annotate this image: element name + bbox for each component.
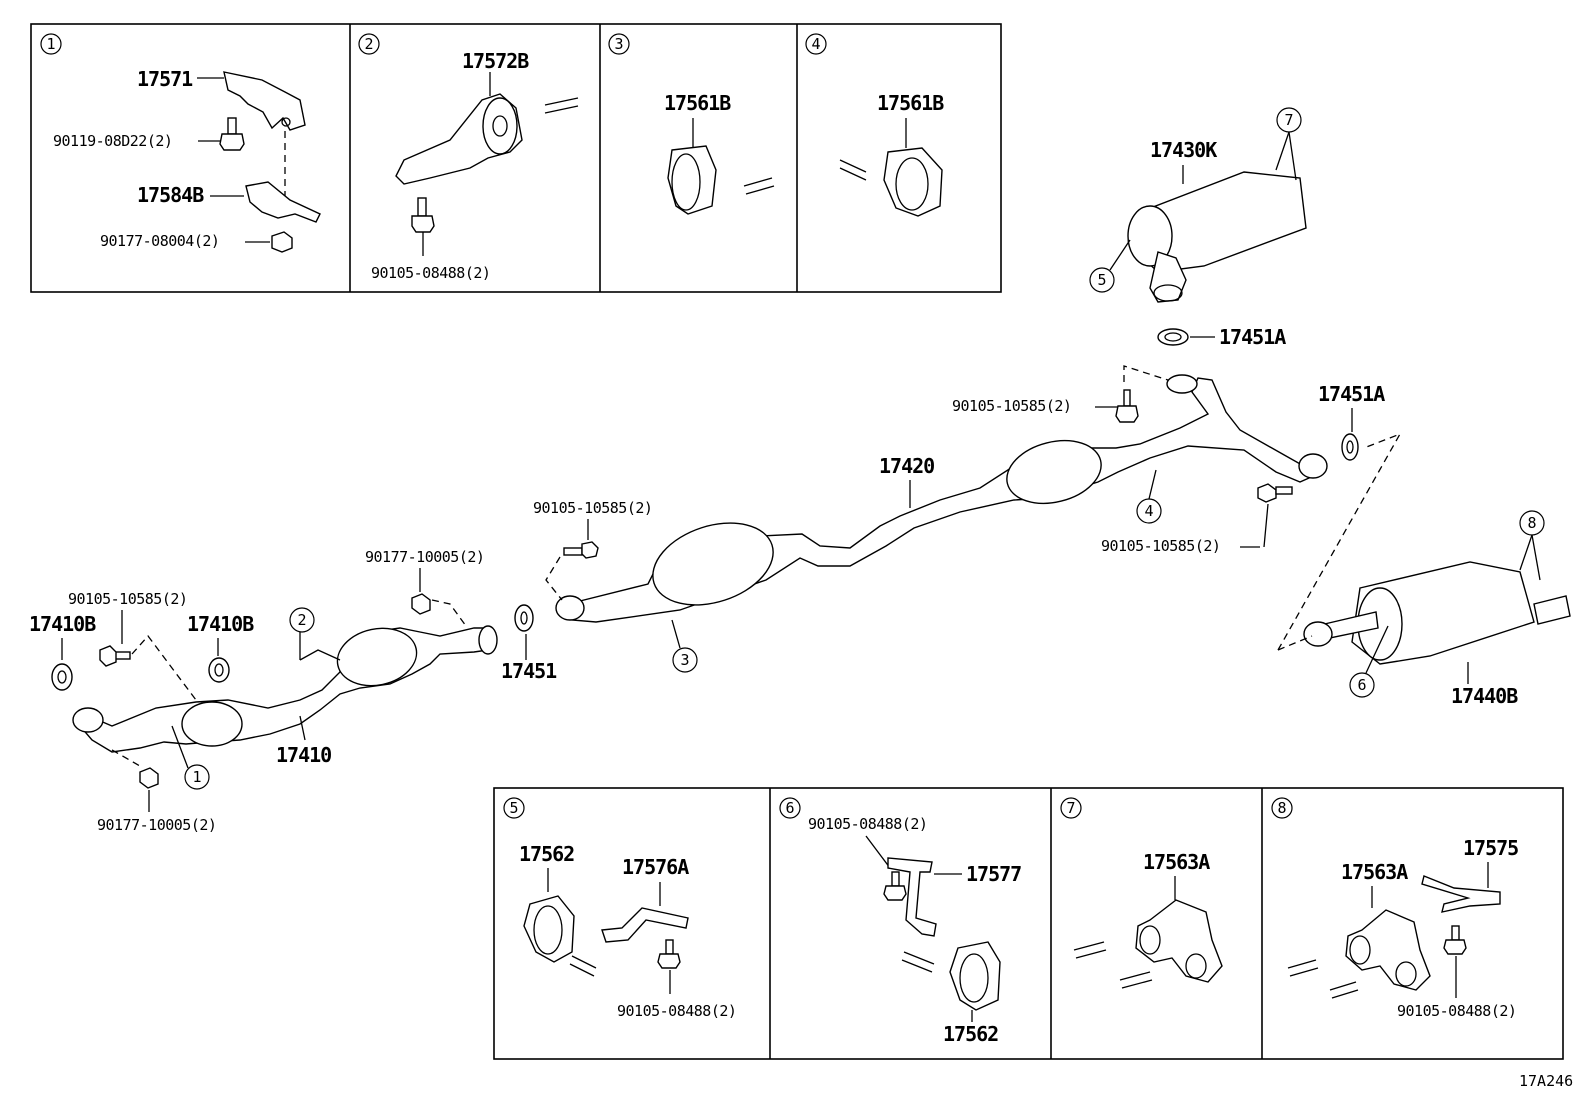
bracket-17584B xyxy=(245,181,321,223)
diagram-code: 17A246 xyxy=(1519,1072,1573,1090)
rubber-mount-icon xyxy=(523,895,575,963)
gasket-17410B-a xyxy=(51,663,73,691)
label-17451: 17451 xyxy=(501,659,557,683)
label-17410B-b: 17410B xyxy=(187,612,254,636)
bottom-panel-group: 5 17562 17576A 90105-08488(2) 6 90105-08… xyxy=(493,787,1564,1060)
label-17451A-top: 17451A xyxy=(1219,325,1286,349)
muffler-17440B: 8 6 17440B xyxy=(1277,432,1571,708)
panel-8-number: 8 xyxy=(1277,799,1286,817)
panel-4: 4 17561B xyxy=(805,33,945,217)
label-90105-10585-a: 90105-10585(2) xyxy=(952,397,1071,415)
label-90105-08488-p8: 90105-08488(2) xyxy=(1397,1002,1516,1020)
panel-7: 7 17563A xyxy=(1060,797,1223,989)
top-panel-group: 1 17571 90119-08D22(2) 17584B 90177-0800… xyxy=(30,23,1002,293)
label-17420: 17420 xyxy=(879,454,934,478)
label-90105-10585-c: 90105-10585(2) xyxy=(533,499,652,517)
label-90177-10005-a: 90177-10005(2) xyxy=(365,548,484,566)
label-17440B: 17440B xyxy=(1451,684,1518,708)
label-90105-10585-d: 90105-10585(2) xyxy=(68,590,187,608)
panel-4-number: 4 xyxy=(811,35,820,53)
rubber-mount-icon xyxy=(949,941,1001,1011)
label-90119: 90119-08D22(2) xyxy=(53,132,172,150)
main-exhaust: 17430K 7 5 17451A 90105-10585(2) xyxy=(29,107,1571,834)
label-90105-08488-p6: 90105-08488(2) xyxy=(808,815,927,833)
rubber-mount-icon xyxy=(667,145,717,215)
top-panel-frame xyxy=(30,23,1002,293)
label-90105-08488-p2: 90105-08488(2) xyxy=(371,264,490,282)
panel-3: 3 17561B xyxy=(608,33,775,215)
label-17561B-p4: 17561B xyxy=(877,91,944,115)
label-17572B: 17572B xyxy=(462,49,529,73)
gasket-17451A-right: 17451A xyxy=(1318,382,1386,461)
panel-2-number: 2 xyxy=(364,35,373,53)
callout-2: 2 xyxy=(297,611,306,629)
bracket-17575 xyxy=(1421,875,1501,913)
bolt-icon xyxy=(99,645,131,667)
pipe-17410: 17410 xyxy=(72,625,498,767)
callout-8: 8 xyxy=(1527,514,1536,532)
label-17562-p6: 17562 xyxy=(943,1022,998,1046)
callout-7: 7 xyxy=(1284,111,1293,129)
bolt-icon xyxy=(219,117,245,151)
callout-3: 3 xyxy=(680,651,689,669)
label-17575: 17575 xyxy=(1463,836,1518,860)
label-17410: 17410 xyxy=(276,743,331,767)
muffler-17430K: 17430K 7 5 xyxy=(1089,107,1307,303)
panel-5: 5 17562 17576A 90105-08488(2) xyxy=(503,797,737,1020)
label-17562-p5: 17562 xyxy=(519,842,574,866)
callout-1: 1 xyxy=(192,768,201,786)
bracket-17577 xyxy=(887,857,937,937)
panel-6-number: 6 xyxy=(785,799,794,817)
gasket-17451: 17451 xyxy=(501,604,558,683)
callout-5: 5 xyxy=(1097,271,1106,289)
panel-1-number: 1 xyxy=(46,35,55,53)
panel-5-number: 5 xyxy=(509,799,518,817)
nut-icon xyxy=(271,231,293,253)
label-17410B-a: 17410B xyxy=(29,612,96,636)
bolt-icon xyxy=(563,541,599,559)
gasket-17410B-b xyxy=(208,657,230,683)
rubber-hanger-icon xyxy=(1345,909,1431,991)
label-17577: 17577 xyxy=(966,862,1021,886)
label-90177-10005-b: 90177-10005(2) xyxy=(97,816,216,834)
label-90105-10585-b: 90105-10585(2) xyxy=(1101,537,1220,555)
panel-7-number: 7 xyxy=(1066,799,1075,817)
label-17571: 17571 xyxy=(137,67,193,91)
nut-icon xyxy=(411,593,431,615)
gasket-17451A-top: 17451A xyxy=(1157,325,1287,349)
label-17563A-p7: 17563A xyxy=(1143,850,1210,874)
label-17584B: 17584B xyxy=(137,183,204,207)
callout-6: 6 xyxy=(1357,676,1366,694)
bolt-icon xyxy=(1115,389,1139,423)
bolt-icon xyxy=(1257,483,1293,503)
nut-icon xyxy=(139,767,159,789)
label-17576A: 17576A xyxy=(622,855,689,879)
bottom-panel-frame xyxy=(493,787,1564,1060)
label-17561B-p3: 17561B xyxy=(664,91,731,115)
label-17563A-p8: 17563A xyxy=(1341,860,1408,884)
pipe-17420: 17420 xyxy=(555,374,1328,623)
panel-2: 2 17572B 90105-08488(2) xyxy=(358,33,579,282)
callout-4: 4 xyxy=(1144,502,1153,520)
panel-3-number: 3 xyxy=(614,35,623,53)
bracket-17576A xyxy=(601,907,689,943)
label-90105-08488-p5: 90105-08488(2) xyxy=(617,1002,736,1020)
label-17430K: 17430K xyxy=(1150,138,1217,162)
rubber-hanger-icon xyxy=(1135,899,1223,983)
label-17451A-right: 17451A xyxy=(1318,382,1385,406)
label-90177-08004: 90177-08004(2) xyxy=(100,232,219,250)
panel-1: 1 17571 90119-08D22(2) 17584B 90177-0800… xyxy=(40,33,321,253)
panel-8: 8 17563A 17575 90105-08488(2) xyxy=(1271,797,1519,1020)
panel-6: 6 90105-08488(2) 17577 17562 xyxy=(779,797,1022,1046)
bracket-17571 xyxy=(223,71,306,131)
